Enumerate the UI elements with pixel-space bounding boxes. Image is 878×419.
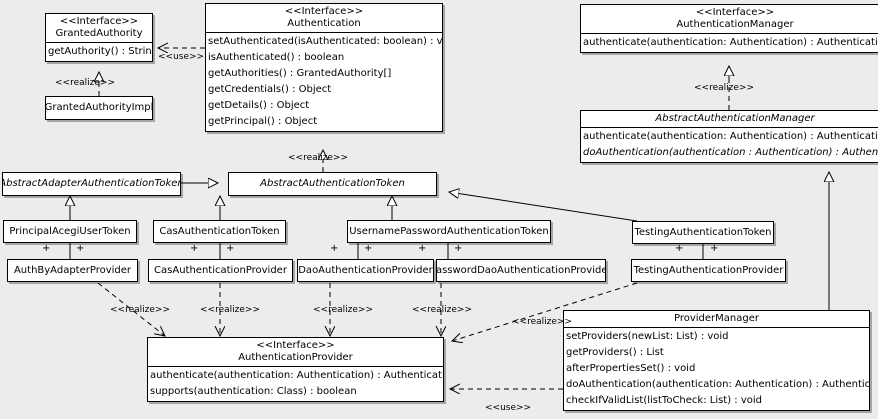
- edge-label-use-provider-manager: <<use>>: [485, 403, 532, 413]
- class-name: CasAuthenticationToken: [159, 225, 280, 237]
- class-testing-authentication-token[interactable]: TestingAuthenticationToken: [632, 221, 774, 244]
- association-role-plus: +: [76, 243, 85, 254]
- class-name: AbstractAuthenticationToken: [260, 178, 405, 190]
- stereotype-interface: <<Interface>>: [284, 6, 364, 17]
- class-name: GrantedAuthorityImpl: [45, 102, 153, 114]
- class-name: GrantedAuthority: [55, 27, 143, 39]
- class-name: Authentication: [287, 17, 361, 29]
- association-role-plus: +: [710, 243, 719, 254]
- operation-abstract: doAuthentication(authentication : Authen…: [583, 146, 878, 158]
- operation: getAuthority() : String: [48, 45, 153, 57]
- operations-compartment: setAuthenticated(isAuthenticated: boolea…: [206, 33, 442, 131]
- compartment-divider: [581, 32, 878, 34]
- operation: getAuthorities() : GrantedAuthority[]: [208, 67, 392, 79]
- class-name: PasswordDaoAuthenticationProvider: [436, 264, 606, 276]
- association-role-plus: +: [190, 243, 199, 254]
- compartment-divider: [148, 365, 443, 367]
- operation: getPrincipal() : Object: [208, 115, 318, 127]
- compartment-divider: [46, 41, 152, 43]
- operations-compartment: authenticate(authentication: Authenticat…: [148, 367, 443, 401]
- operation: checkIfValidList(listToCheck: List) : vo…: [566, 394, 763, 406]
- class-username-password-authentication-token[interactable]: UsernamePasswordAuthenticationToken: [347, 220, 551, 243]
- operation: supports(authentication: Class) : boolea…: [150, 385, 357, 397]
- compartment-divider: [206, 31, 442, 33]
- class-granted-authority[interactable]: <<Interface>> GrantedAuthority getAuthor…: [45, 13, 153, 62]
- edge-label-realize-testing-provider: <<realize>>: [512, 317, 572, 327]
- class-abstract-authentication-manager[interactable]: AbstractAuthenticationManager authentica…: [580, 110, 878, 163]
- class-name: DaoAuthenticationProvider: [298, 264, 433, 276]
- operation: authenticate(authentication: Authenticat…: [583, 36, 878, 48]
- operation: authenticate(authentication: Authenticat…: [150, 369, 444, 381]
- operations-compartment: setProviders(newList: List) : void getPr…: [564, 328, 869, 410]
- class-header: <<Interface>> GrantedAuthority: [46, 14, 152, 42]
- association-role-plus: +: [675, 243, 684, 254]
- stereotype-interface: <<Interface>>: [59, 16, 139, 27]
- operations-compartment: getAuthority() : String: [46, 43, 152, 61]
- association-role-plus: +: [226, 243, 235, 254]
- edge-label-realize-abstract-authentication-manager: <<realize>>: [694, 83, 754, 93]
- class-header: <<Interface>> AuthenticationProvider: [148, 338, 443, 366]
- class-header: <<Interface>> AuthenticationManager: [581, 5, 878, 33]
- class-header: ProviderManager: [564, 311, 869, 327]
- compartment-divider: [564, 326, 869, 328]
- edge-label-use-authentication-granted-authority: <<use>>: [158, 52, 205, 62]
- class-name: TestingAuthenticationToken: [634, 226, 772, 238]
- class-name: AbstractAuthenticationManager: [655, 113, 815, 124]
- stereotype-interface: <<Interface>>: [256, 340, 335, 351]
- operation: setProviders(newList: List) : void: [566, 330, 729, 342]
- class-name: UsernamePasswordAuthenticationToken: [349, 225, 549, 237]
- class-name: AbstractAdapterAuthenticationToken: [2, 178, 181, 190]
- class-name: TestingAuthenticationProvider: [633, 264, 784, 276]
- operation: authenticate(authentication: Authenticat…: [583, 130, 878, 142]
- class-granted-authority-impl[interactable]: GrantedAuthorityImpl: [45, 96, 153, 120]
- class-name: ProviderManager: [673, 313, 759, 324]
- edge-label-realize-abstract-authentication-token: <<realize>>: [288, 153, 348, 163]
- class-auth-by-adapter-provider[interactable]: AuthByAdapterProvider: [7, 259, 138, 282]
- edge-label-realize-auth-by-adapter-provider: <<realize>>: [110, 305, 170, 315]
- operation: getProviders() : List: [566, 346, 664, 358]
- class-name: AuthenticationProvider: [238, 351, 353, 363]
- class-abstract-adapter-authentication-token[interactable]: AbstractAdapterAuthenticationToken: [2, 172, 181, 196]
- class-password-dao-authentication-provider[interactable]: PasswordDaoAuthenticationProvider: [436, 259, 606, 282]
- association-role-plus: +: [418, 243, 427, 254]
- class-header: AbstractAuthenticationManager: [581, 111, 878, 127]
- stereotype-interface: <<Interface>>: [695, 7, 775, 18]
- class-cas-authentication-provider[interactable]: CasAuthenticationProvider: [148, 259, 293, 282]
- class-testing-authentication-provider[interactable]: TestingAuthenticationProvider: [631, 259, 786, 282]
- operation: doAuthentication(authentication: Authent…: [566, 378, 870, 390]
- class-principal-acegi-user-token[interactable]: PrincipalAcegiUserToken: [3, 220, 137, 243]
- class-dao-authentication-provider[interactable]: DaoAuthenticationProvider: [297, 259, 434, 282]
- class-authentication-provider[interactable]: <<Interface>> AuthenticationProvider aut…: [147, 337, 444, 402]
- association-role-plus: +: [42, 243, 51, 254]
- operation: setAuthenticated(isAuthenticated: boolea…: [208, 35, 443, 47]
- operation: isAuthenticated() : boolean: [208, 51, 345, 63]
- edge-label-realize-password-dao-provider: <<realize>>: [412, 305, 472, 315]
- class-provider-manager[interactable]: ProviderManager setProviders(newList: Li…: [563, 310, 870, 411]
- association-role-plus: +: [364, 243, 373, 254]
- compartment-divider: [581, 126, 878, 128]
- association-role-plus: +: [330, 243, 339, 254]
- association-role-plus: +: [454, 243, 463, 254]
- class-abstract-authentication-token[interactable]: AbstractAuthenticationToken: [228, 172, 437, 196]
- operations-compartment: authenticate(authentication: Authenticat…: [581, 128, 878, 162]
- edge-label-realize-granted-authority-impl: <<realize>>: [55, 78, 115, 88]
- operation: getCredentials() : Object: [208, 83, 332, 95]
- class-authentication[interactable]: <<Interface>> Authentication setAuthenti…: [205, 3, 443, 132]
- operation: getDetails() : Object: [208, 99, 310, 111]
- class-name: AuthenticationManager: [676, 18, 794, 30]
- class-name: PrincipalAcegiUserToken: [9, 225, 131, 237]
- operations-compartment: authenticate(authentication: Authenticat…: [581, 34, 878, 52]
- class-authentication-manager[interactable]: <<Interface>> AuthenticationManager auth…: [580, 4, 878, 53]
- operation: afterPropertiesSet() : void: [566, 362, 696, 374]
- edge-label-realize-dao-provider: <<realize>>: [313, 305, 373, 315]
- class-header: <<Interface>> Authentication: [206, 4, 442, 32]
- class-name: AuthByAdapterProvider: [13, 264, 132, 276]
- class-cas-authentication-token[interactable]: CasAuthenticationToken: [153, 220, 286, 243]
- class-name: CasAuthenticationProvider: [154, 264, 287, 276]
- edge-label-realize-cas-provider: <<realize>>: [200, 305, 260, 315]
